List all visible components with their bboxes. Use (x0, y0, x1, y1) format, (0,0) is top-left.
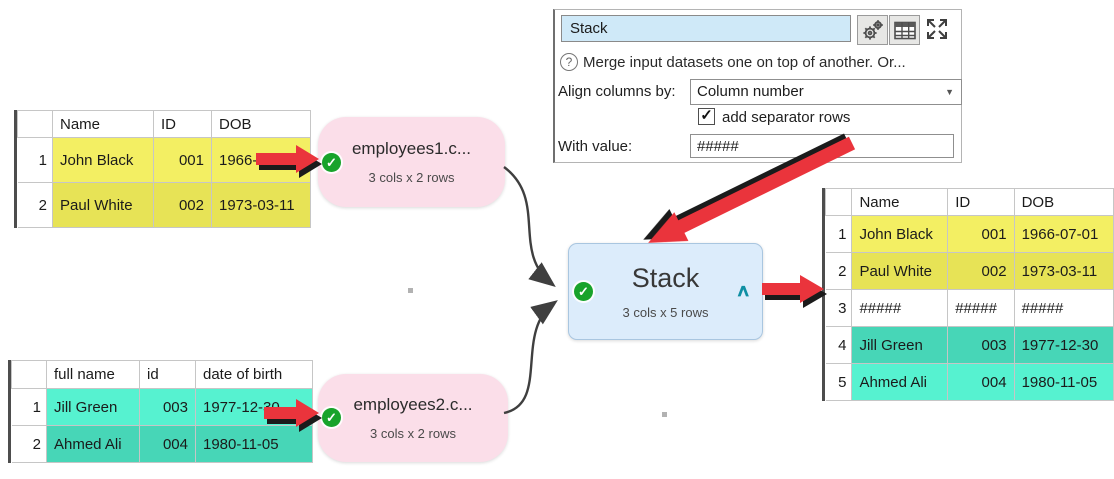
grid-dot (408, 288, 413, 293)
cell[interactable]: 002 (153, 182, 212, 228)
cell[interactable]: 1980-11-05 (1013, 363, 1114, 401)
row-number[interactable]: 1 (11, 388, 47, 426)
cell[interactable]: 1977-12-30 (1013, 326, 1114, 364)
row-number[interactable]: 1 (17, 137, 53, 183)
align-columns-value: Column number (697, 83, 804, 100)
input2-table: full name id date of birth 1 Jill Green … (8, 360, 313, 463)
ok-check-icon: ✓ (322, 153, 341, 172)
node-stack[interactable]: ✓ Stack 3 cols x 5 rows ∧ (568, 243, 763, 340)
column-header[interactable]: id (139, 360, 196, 389)
cell[interactable]: 1980-11-05 (195, 425, 313, 463)
grid-dot (662, 412, 667, 417)
add-separator-rows-label: add separator rows (722, 109, 851, 126)
cell[interactable]: 002 (947, 252, 1015, 290)
node-title: employees1.c... (351, 139, 472, 158)
cell[interactable]: Paul White (851, 252, 949, 290)
column-header[interactable]: DOB (211, 110, 311, 138)
cell[interactable]: Paul White (52, 182, 154, 228)
input1-table: Name ID DOB 1 John Black 001 1966-07-01 … (14, 110, 311, 228)
node-title: Stack (631, 263, 700, 293)
help-icon[interactable]: ? (560, 53, 578, 71)
stack-properties-panel: ? Merge input datasets one on top of ano… (553, 9, 962, 163)
cell[interactable]: 1977-12-30 (195, 388, 313, 426)
with-value-label: With value: (558, 138, 633, 155)
with-value-input[interactable] (690, 134, 954, 158)
cell[interactable]: 1973-03-11 (211, 182, 311, 228)
cell[interactable]: Jill Green (46, 388, 140, 426)
transform-description: Merge input datasets one on top of anoth… (583, 54, 906, 71)
cell[interactable]: Jill Green (851, 326, 949, 364)
cell[interactable]: 003 (139, 388, 196, 426)
ok-check-icon: ✓ (574, 282, 593, 301)
node-stats: 3 cols x 2 rows (370, 426, 456, 441)
expand-panel-button[interactable] (921, 15, 952, 43)
column-header[interactable]: full name (46, 360, 140, 389)
cell[interactable]: 1966-07-01 (211, 137, 311, 183)
cell[interactable]: John Black (851, 215, 949, 253)
row-number[interactable]: 2 (11, 425, 47, 463)
cell[interactable]: Ahmed Ali (46, 425, 140, 463)
gear-icon (862, 20, 883, 40)
wire-employees2-to-stack (503, 300, 558, 415)
table-icon (893, 21, 916, 39)
align-columns-select[interactable]: Column number ▼ (690, 79, 962, 105)
column-header[interactable]: ID (947, 188, 1015, 216)
table-header-row: Name ID DOB (824, 188, 1114, 216)
column-header[interactable]: DOB (1013, 188, 1114, 216)
row-number[interactable]: 2 (825, 252, 853, 290)
column-header[interactable]: Name (851, 188, 949, 216)
add-separator-rows-checkbox[interactable]: ✓ (698, 108, 715, 125)
node-employees1[interactable]: ✓ employees1.c... 3 cols x 2 rows (318, 117, 505, 207)
cell[interactable]: Ahmed Ali (851, 363, 949, 401)
expand-icon (926, 19, 947, 39)
table-header-row: Name ID DOB (17, 110, 311, 138)
table-row: 1 John Black 001 1966-07-01 (17, 137, 311, 183)
table-row: 2 Ahmed Ali 004 1980-11-05 (11, 425, 313, 463)
cell[interactable]: 001 (947, 215, 1015, 253)
table-view-button[interactable] (889, 15, 920, 45)
cell[interactable]: 001 (153, 137, 212, 183)
table-row: 3 ##### ##### ##### (825, 289, 1114, 327)
row-number[interactable]: 1 (825, 215, 853, 253)
node-stats: 3 cols x 5 rows (622, 305, 709, 320)
cell[interactable]: ##### (1013, 289, 1114, 327)
wire-employees1-to-stack (503, 166, 556, 287)
transform-name-input[interactable] (561, 15, 851, 42)
row-number[interactable]: 3 (825, 289, 853, 327)
cell[interactable]: 003 (947, 326, 1015, 364)
table-row: 1 Jill Green 003 1977-12-30 (11, 388, 313, 426)
node-employees2[interactable]: ✓ employees2.c... 3 cols x 2 rows (318, 374, 508, 462)
row-number[interactable]: 5 (825, 363, 853, 401)
node-title: employees2.c... (353, 395, 473, 414)
cell[interactable]: 1966-07-01 (1013, 215, 1114, 253)
table-row: 1 John Black 001 1966-07-01 (825, 215, 1114, 253)
output-table: Name ID DOB 1 John Black 001 1966-07-01 … (822, 188, 1114, 401)
column-header[interactable]: date of birth (195, 360, 313, 389)
cell[interactable]: 004 (947, 363, 1015, 401)
align-columns-label: Align columns by: (558, 83, 676, 100)
table-row: 2 Paul White 002 1973-03-11 (17, 182, 311, 228)
cell[interactable]: ##### (947, 289, 1015, 327)
cell[interactable]: John Black (52, 137, 154, 183)
column-header[interactable]: Name (52, 110, 154, 138)
cell[interactable]: 004 (139, 425, 196, 463)
collapse-caret-icon[interactable]: ∧ (734, 281, 751, 300)
table-row: 4 Jill Green 003 1977-12-30 (825, 326, 1114, 364)
column-header[interactable]: ID (153, 110, 212, 138)
row-number[interactable]: 4 (825, 326, 853, 364)
table-row: 2 Paul White 002 1973-03-11 (825, 252, 1114, 290)
cell[interactable]: ##### (851, 289, 949, 327)
red-arrow-output (762, 275, 824, 303)
table-header-row: full name id date of birth (11, 360, 313, 389)
chevron-down-icon: ▼ (945, 87, 954, 97)
cell[interactable]: 1973-03-11 (1013, 252, 1114, 290)
row-number[interactable]: 2 (17, 182, 53, 228)
settings-button[interactable] (857, 15, 888, 45)
node-stats: 3 cols x 2 rows (368, 170, 455, 185)
table-row: 5 Ahmed Ali 004 1980-11-05 (825, 363, 1114, 401)
ok-check-icon: ✓ (322, 408, 341, 427)
